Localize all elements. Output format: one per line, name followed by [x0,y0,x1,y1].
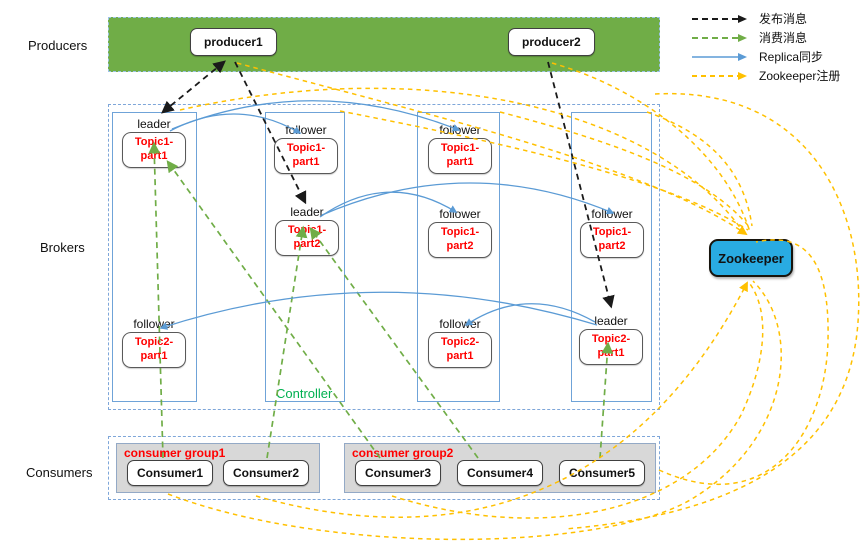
topic-name: Topic1- [287,224,327,236]
orange-dashed-arrow-icon [692,71,747,80]
replica-role-label: leader [290,205,324,219]
consumer-group1-members: Consumer1 Consumer2 [117,460,319,486]
replica-role-label: follower [439,207,481,221]
topic-name: Topic2- [591,333,631,345]
topic-name: Topic1- [440,142,480,154]
topic-partition-box: Topic1- part1 [428,138,492,174]
partition-name: part1 [140,350,168,363]
consumer-group1-box: consumer group1 Consumer1 Consumer2 [116,443,320,493]
partition-name: part2 [446,240,474,253]
replica-role-label: follower [285,123,327,137]
consumer-group2-members: Consumer3 Consumer4 Consumer5 [345,460,655,486]
broker2-topic1-part1-cell: follower Topic1- part1 [268,123,344,174]
consumer1-box: Consumer1 [127,460,214,486]
legend-replica-row: Replica同步 [690,47,840,66]
topic-partition-box: Topic2- part1 [579,329,643,365]
topic-partition-box: Topic1- part2 [580,222,644,258]
controller-label: Controller [276,386,333,401]
zk-register-broker4 [646,111,753,227]
replica-role-label: leader [594,314,628,328]
topic-partition-box: Topic1- part2 [275,220,339,256]
consumer4-box: Consumer4 [456,460,544,486]
topic-partition-box: Topic2- part1 [122,332,186,368]
consumer-group2-label: consumer group2 [352,446,454,460]
broker3-topic1-part2-cell: follower Topic1- part2 [422,207,498,258]
replica-role-label: follower [439,123,481,137]
topic-name: Topic1- [440,226,480,238]
broker3-topic1-part1-cell: follower Topic1- part1 [422,123,498,174]
consumer3-box: Consumer3 [355,460,442,486]
topic-name: Topic1- [592,226,632,238]
broker4-topic1-part2-cell: follower Topic1- part2 [574,207,650,258]
green-dashed-arrow-icon [692,33,747,42]
consumer2-box: Consumer2 [222,460,309,486]
broker4-topic2-part1-cell: leader Topic2- part1 [573,314,649,365]
blue-solid-arrow-icon [692,52,747,61]
broker2-topic1-part2-cell: leader Topic1- part2 [269,205,345,256]
legend-publish-label: 发布消息 [759,12,808,26]
partition-name: part1 [597,347,625,360]
legend-zookeeper-row: Zookeeper注册 [690,66,840,85]
partition-name: part1 [292,156,320,169]
partition-name: part1 [446,156,474,169]
topic-name: Topic2- [440,336,480,348]
topic-name: Topic1- [286,142,326,154]
legend-replica-label: Replica同步 [759,50,824,64]
replica-role-label: follower [591,207,633,221]
topic-partition-box: Topic2- part1 [428,332,492,368]
broker1-topic1-part1-cell: leader Topic1- part1 [116,117,192,168]
partition-name: part1 [140,150,168,163]
zookeeper-box: Zookeeper [709,239,793,277]
partition-name: part1 [446,350,474,363]
consumer-group2-box: consumer group2 Consumer3 Consumer4 Cons… [344,443,656,493]
partition-name: part2 [293,238,321,251]
brokers-row-label: Brokers [40,240,85,255]
producers-row-label: Producers [28,38,88,53]
consumer-group1-label: consumer group1 [124,446,226,460]
legend-publish-row: 发布消息 [690,9,840,28]
partition-name: part2 [598,240,626,253]
topic-name: Topic1- [134,136,174,148]
replica-role-label: leader [137,117,171,131]
consumer5-box: Consumer5 [558,460,645,486]
topic-partition-box: Topic1- part1 [274,138,338,174]
consumers-row-label: Consumers [26,465,93,480]
producer1-box: producer1 [190,28,277,56]
legend-consume-label: 消费消息 [759,31,808,45]
topic-partition-box: Topic1- part2 [428,222,492,258]
legend: 发布消息 消费消息 Replica同步 Zookeeper注册 [690,9,840,85]
legend-zookeeper-label: Zookeeper注册 [759,69,841,83]
legend-consume-row: 消费消息 [690,28,840,47]
replica-role-label: follower [133,317,175,331]
broker1-topic2-part1-cell: follower Topic2- part1 [116,317,192,368]
replica-role-label: follower [439,317,481,331]
topic-partition-box: Topic1- part1 [122,132,186,168]
topic-name: Topic2- [134,336,174,348]
black-dashed-arrow-icon [692,14,747,23]
producer2-box: producer2 [508,28,595,56]
broker3-topic2-part1-cell: follower Topic2- part1 [422,317,498,368]
